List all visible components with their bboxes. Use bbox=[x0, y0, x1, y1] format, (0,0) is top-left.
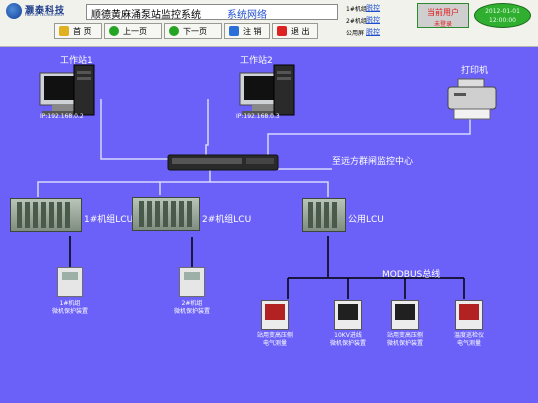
network-lines bbox=[37, 64, 497, 299]
logout-label: 注 销 bbox=[243, 27, 262, 36]
prev-page-button[interactable]: 上一页 bbox=[104, 23, 162, 39]
status-label-common: 公用屏 bbox=[346, 30, 365, 37]
ws2-link bbox=[205, 99, 209, 155]
datetime-display: 2012-01-01 12:00:00 bbox=[474, 3, 531, 28]
meter3-icon[interactable] bbox=[391, 300, 419, 330]
lcu-unit2-label: 2#机组LCU bbox=[202, 215, 252, 225]
lcu-common-label: 公用LCU bbox=[348, 215, 384, 225]
exit-button[interactable]: 退 出 bbox=[272, 23, 318, 39]
logo: 灏泰科技 HAOTAI TECHNOLOGY bbox=[6, 3, 84, 19]
current-user-box[interactable]: 当前用户 未登录 bbox=[417, 3, 469, 28]
lcu-unit1-label: 1#机组LCU bbox=[84, 215, 134, 225]
relay-unit2-line1: 2#机组 bbox=[181, 300, 203, 307]
next-page-button[interactable]: 下一页 bbox=[164, 23, 222, 39]
lcu1-link bbox=[37, 181, 160, 197]
printer-icon bbox=[447, 78, 497, 120]
meter4-icon[interactable] bbox=[455, 300, 483, 330]
workstation1-label: 工作站1 bbox=[60, 56, 93, 66]
relay-unit1-icon[interactable] bbox=[57, 267, 83, 297]
workstation2-ip: IP:192.168.0.3 bbox=[236, 113, 280, 120]
current-user-value: 未登录 bbox=[433, 21, 452, 28]
network-switch-icon bbox=[167, 154, 279, 171]
title-box: 顺德黄麻涌泵站监控系统 系统网络 bbox=[86, 4, 338, 21]
meter2-line2: 微机保护装置 bbox=[329, 340, 366, 347]
page-name: 系统网络 bbox=[227, 10, 267, 21]
exit-label: 退 出 bbox=[291, 27, 310, 36]
relay-unit2-label: 2#机组 微机保护装置 bbox=[162, 300, 222, 316]
printer-link bbox=[267, 117, 471, 155]
logo-name: 灏泰科技 bbox=[25, 6, 66, 16]
meter1-line2: 电气测量 bbox=[262, 340, 287, 347]
meter4-label: 温度巡检仪 电气测量 bbox=[439, 332, 499, 348]
lcu2-link bbox=[159, 169, 211, 195]
workstation1-icon bbox=[39, 64, 95, 116]
status-link-common[interactable]: 脱控 bbox=[366, 28, 380, 36]
relay-unit1-line2: 微机保护装置 bbox=[51, 308, 88, 315]
uplink-label: 至远方群闸监控中心 bbox=[332, 157, 414, 167]
home-button[interactable]: 首 页 bbox=[54, 23, 102, 39]
meter3-line1: 站用变高压侧 bbox=[386, 332, 423, 339]
workstation2-icon bbox=[239, 64, 295, 116]
meter1-line1: 站用变高压侧 bbox=[256, 332, 293, 339]
arrow-right-icon bbox=[169, 26, 179, 36]
meter4-line1: 温度巡检仪 bbox=[453, 332, 484, 339]
logout-button[interactable]: 注 销 bbox=[224, 23, 270, 39]
system-title: 顺德黄麻涌泵站监控系统 bbox=[91, 10, 201, 21]
printer-label: 打印机 bbox=[461, 66, 489, 76]
status-label-unit1: 1#机组 bbox=[346, 6, 367, 13]
home-icon bbox=[59, 26, 69, 36]
date-text: 2012-01-01 bbox=[485, 8, 520, 15]
logout-icon bbox=[229, 26, 239, 36]
meter2-icon[interactable] bbox=[334, 300, 362, 330]
modbus-label: MODBUS总线 bbox=[382, 270, 441, 280]
workstation2-label: 工作站2 bbox=[240, 56, 273, 66]
logo-mark-icon bbox=[6, 3, 22, 19]
ws1-link bbox=[100, 99, 195, 160]
home-label: 首 页 bbox=[73, 27, 92, 36]
meter4-line2: 电气测量 bbox=[456, 340, 481, 347]
current-user-label: 当前用户 bbox=[427, 8, 459, 17]
lcu-common-icon[interactable] bbox=[302, 198, 346, 232]
arrow-left-icon bbox=[109, 26, 119, 36]
meter2-line1: 10KV进线 bbox=[334, 332, 362, 339]
lcu-common-link bbox=[210, 181, 329, 197]
status-link-unit2[interactable]: 脱控 bbox=[366, 16, 380, 24]
relay-unit1-line1: 1#机组 bbox=[59, 300, 81, 307]
prev-page-label: 上一页 bbox=[123, 27, 147, 36]
status-label-unit2: 2#机组 bbox=[346, 18, 367, 25]
lcu-unit2-icon[interactable] bbox=[132, 197, 200, 231]
meter3-line2: 微机保护装置 bbox=[386, 340, 423, 347]
network-diagram: 工作站1 IP:192.168.0.2 工作站2 IP:192.168.0.3 … bbox=[0, 47, 538, 403]
logo-subtitle: HAOTAI TECHNOLOGY bbox=[25, 13, 65, 17]
relay-unit2-icon[interactable] bbox=[179, 267, 205, 297]
meter1-icon[interactable] bbox=[261, 300, 289, 330]
meter3-label: 站用变高压侧 微机保护装置 bbox=[375, 332, 435, 348]
header-bar: 灏泰科技 HAOTAI TECHNOLOGY 顺德黄麻涌泵站监控系统 系统网络 … bbox=[0, 0, 538, 47]
relay-unit1-label: 1#机组 微机保护装置 bbox=[40, 300, 100, 316]
exit-icon bbox=[277, 26, 287, 36]
meter2-label: 10KV进线 微机保护装置 bbox=[318, 332, 378, 348]
workstation1-ip: IP:192.168.0.2 bbox=[40, 113, 84, 120]
lcu-unit1-icon[interactable] bbox=[10, 198, 82, 232]
status-link-unit1[interactable]: 脱控 bbox=[366, 4, 380, 12]
time-text: 12:00:00 bbox=[489, 17, 516, 24]
relay-unit2-line2: 微机保护装置 bbox=[173, 308, 210, 315]
next-page-label: 下一页 bbox=[183, 27, 207, 36]
meter1-label: 站用变高压侧 电气测量 bbox=[245, 332, 305, 348]
